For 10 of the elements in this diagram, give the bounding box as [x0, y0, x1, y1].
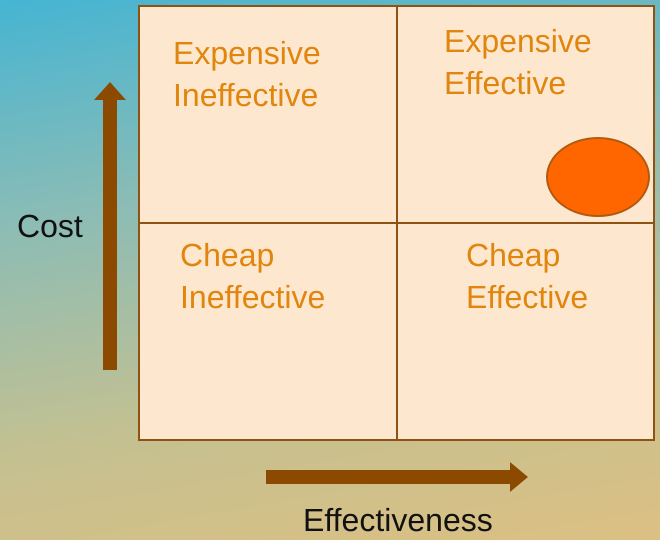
quadrant-cell	[396, 5, 655, 224]
quadrant-label: Expensive Effective	[444, 22, 593, 103]
axis-label: Cost	[17, 208, 83, 245]
axis-label: Effectiveness	[303, 502, 493, 539]
quadrant-label: Cheap Ineffective	[180, 236, 326, 317]
quadrant-cell	[138, 222, 398, 441]
quadrant-cell	[396, 222, 655, 441]
quadrant-label: Expensive Ineffective	[173, 34, 322, 115]
quadrant-cell	[138, 5, 398, 224]
quadrant-label: Cheap Effective	[466, 236, 590, 317]
